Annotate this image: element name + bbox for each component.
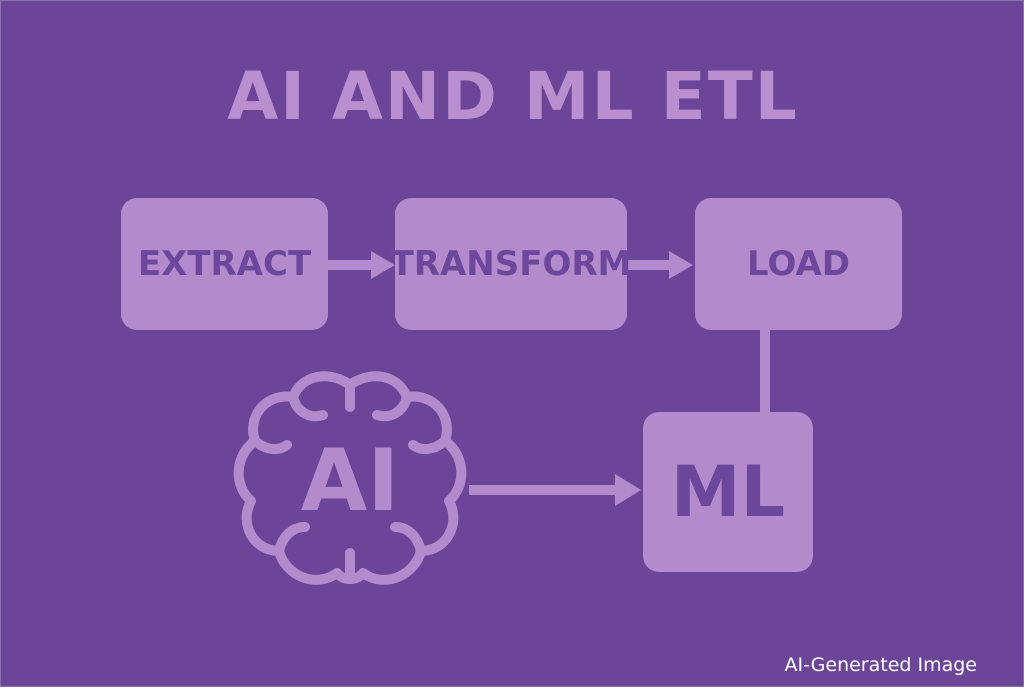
brain-icon [233,371,467,585]
arrow-transform-to-load [627,251,693,279]
node-ai: AI [300,431,400,531]
diagram-title: AI AND ML ETL [227,58,799,135]
node-ml: ML [643,412,813,572]
node-load: LOAD [695,198,902,330]
watermark: AI-Generated Image [784,654,978,676]
arrow-ai-to-ml [469,474,641,506]
node-transform: TRANSFORM [391,198,631,330]
node-extract: EXTRACT [121,198,328,330]
arrow-extract-to-transform [328,251,395,279]
